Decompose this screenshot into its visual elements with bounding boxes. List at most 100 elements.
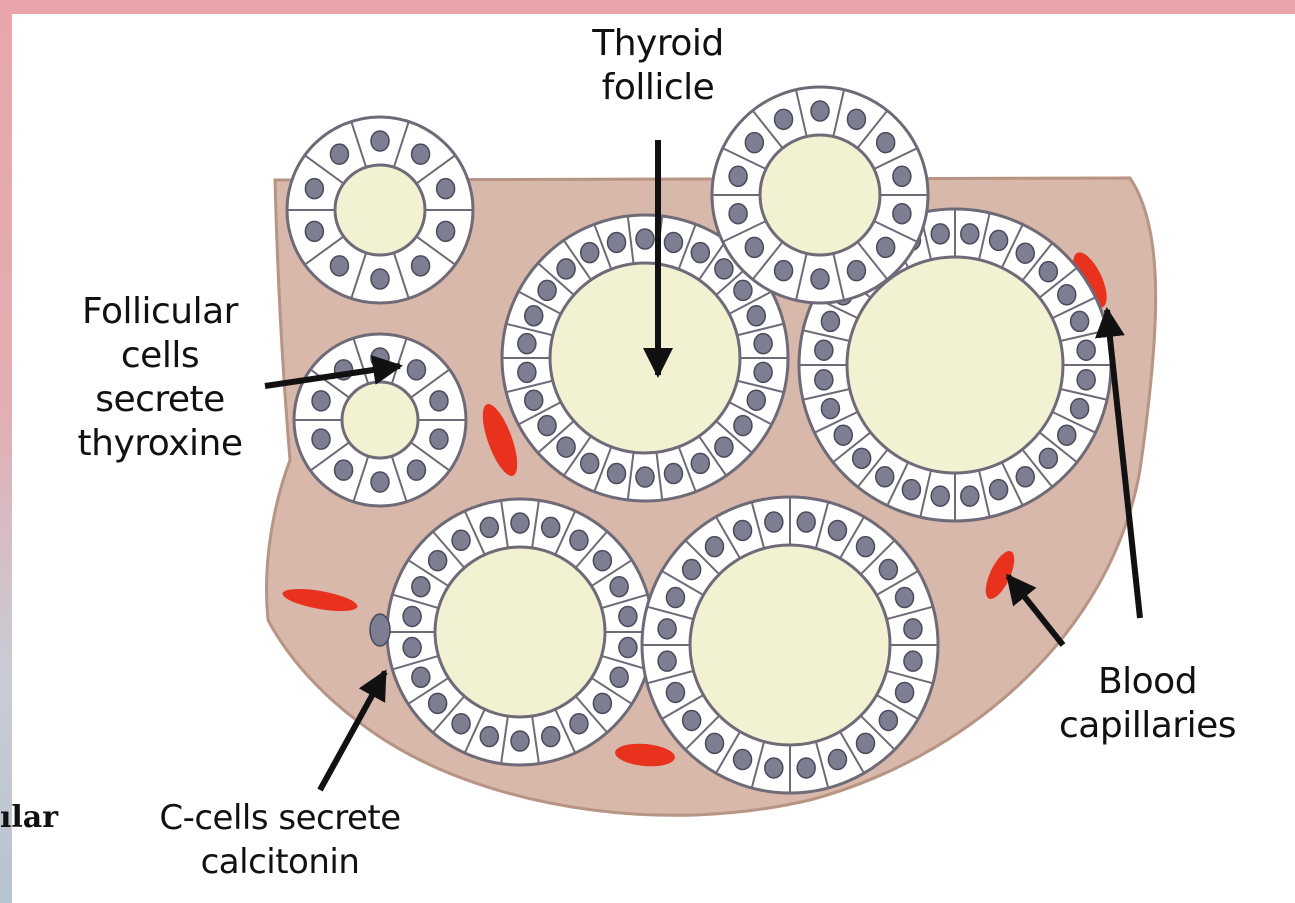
cell-nucleus (879, 560, 897, 580)
cell-nucleus (691, 243, 709, 263)
cell-nucleus (691, 453, 709, 473)
cell-nucleus (581, 453, 599, 473)
label-line: thyroxine (50, 422, 270, 466)
label-follicular-cells: Follicular cells secrete thyroxine (50, 290, 270, 466)
cell-nucleus (879, 710, 897, 730)
cell-nucleus (412, 144, 430, 164)
cell-nucleus (664, 464, 682, 484)
cropped-text-fragment: ılar (0, 800, 58, 835)
cell-nucleus (1058, 285, 1076, 305)
cell-nucleus (893, 166, 911, 186)
cell-nucleus (990, 230, 1008, 250)
cell-nucleus (745, 133, 763, 153)
cell-nucleus (542, 727, 560, 747)
cell-nucleus (847, 109, 865, 129)
cell-nucleus (1071, 311, 1089, 331)
cell-nucleus (412, 256, 430, 276)
cell-nucleus (437, 179, 455, 199)
cell-nucleus (754, 334, 772, 354)
cell-nucleus (1016, 467, 1034, 487)
cell-nucleus (412, 577, 430, 597)
cell-nucleus (525, 306, 543, 326)
label-blood-capillaries: Blood capillaries (1025, 660, 1270, 748)
cell-nucleus (430, 429, 448, 449)
cell-nucleus (811, 101, 829, 121)
cell-nucleus (664, 232, 682, 252)
cell-nucleus (608, 232, 626, 252)
cell-nucleus (480, 517, 498, 537)
cell-nucleus (407, 460, 425, 480)
cell-nucleus (608, 464, 626, 484)
cell-nucleus (904, 651, 922, 671)
cell-nucleus (305, 221, 323, 241)
cell-nucleus (542, 517, 560, 537)
cell-nucleus (715, 259, 733, 279)
cell-nucleus (330, 144, 348, 164)
cell-nucleus (834, 425, 852, 445)
cell-nucleus (847, 261, 865, 281)
label-line: Blood (1025, 660, 1270, 704)
cell-nucleus (557, 437, 575, 457)
cell-nucleus (683, 560, 701, 580)
cell-nucleus (619, 606, 637, 626)
cell-nucleus (893, 204, 911, 224)
label-line: Thyroid (568, 22, 748, 66)
thyroid-follicle (287, 117, 473, 303)
cell-nucleus (734, 750, 752, 770)
cell-nucleus (821, 399, 839, 419)
cell-nucleus (480, 727, 498, 747)
label-line: secrete (50, 378, 270, 422)
cell-nucleus (658, 651, 676, 671)
cell-nucleus (610, 667, 628, 687)
cell-nucleus (666, 588, 684, 608)
cell-nucleus (729, 204, 747, 224)
cell-nucleus (371, 472, 389, 492)
cell-nucleus (538, 280, 556, 300)
cell-nucleus (815, 340, 833, 360)
cell-nucleus (856, 537, 874, 557)
cell-nucleus (335, 460, 353, 480)
cell-nucleus (747, 306, 765, 326)
cell-nucleus (1039, 448, 1057, 468)
cell-nucleus (1077, 370, 1095, 390)
cell-nucleus (593, 693, 611, 713)
cell-nucleus (312, 391, 330, 411)
cell-nucleus (734, 520, 752, 540)
cell-nucleus (828, 520, 846, 540)
cell-nucleus (518, 362, 536, 382)
cell-nucleus (570, 714, 588, 734)
thyroid-follicle (642, 497, 938, 793)
cell-nucleus (961, 486, 979, 506)
cell-nucleus (593, 551, 611, 571)
cell-nucleus (990, 480, 1008, 500)
cell-nucleus (437, 221, 455, 241)
cell-nucleus (636, 467, 654, 487)
cell-nucleus (452, 714, 470, 734)
label-line: Follicular (50, 290, 270, 334)
cell-nucleus (715, 437, 733, 457)
cell-nucleus (775, 109, 793, 129)
cell-nucleus (610, 577, 628, 597)
cell-nucleus (815, 370, 833, 390)
thyroid-follicle (712, 87, 928, 303)
cell-nucleus (747, 390, 765, 410)
cell-nucleus (1016, 243, 1034, 263)
cell-nucleus (706, 733, 724, 753)
cell-nucleus (745, 237, 763, 257)
cell-nucleus (876, 467, 894, 487)
cell-nucleus (570, 530, 588, 550)
cell-nucleus (403, 606, 421, 626)
cell-nucleus (729, 166, 747, 186)
cell-nucleus (429, 551, 447, 571)
cell-nucleus (430, 391, 448, 411)
cell-nucleus (1071, 399, 1089, 419)
cell-nucleus (452, 530, 470, 550)
cell-nucleus (877, 133, 895, 153)
cell-nucleus (896, 682, 914, 702)
cell-nucleus (407, 360, 425, 380)
cell-nucleus (305, 179, 323, 199)
cell-nucleus (525, 390, 543, 410)
thyroid-follicle (294, 334, 466, 506)
label-line: C-cells secrete (110, 796, 450, 840)
label-c-cells: C-cells secrete calcitonin (110, 796, 450, 884)
